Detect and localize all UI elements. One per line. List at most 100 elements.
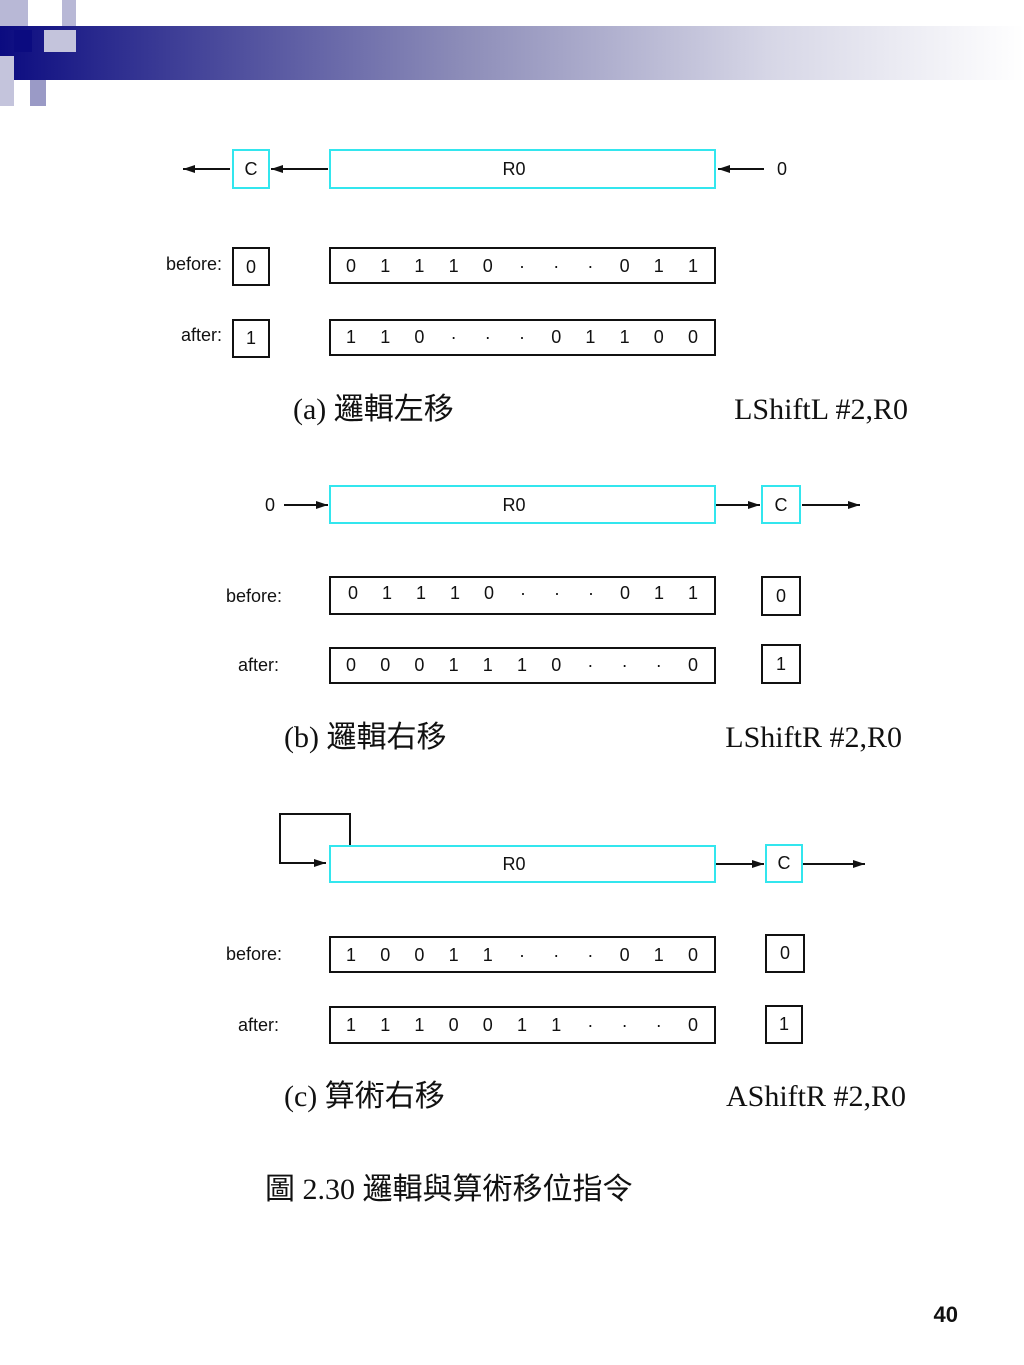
bit-cell: 0 bbox=[414, 655, 424, 675]
bit-cell: 0 bbox=[483, 256, 493, 276]
figure-title: 圖 2.30 邏輯與算術移位指令 bbox=[265, 1173, 633, 1206]
carry-box bbox=[761, 485, 801, 524]
bit-cell: 1 bbox=[380, 256, 390, 276]
carry-after-box bbox=[765, 1005, 803, 1044]
bit-cell: 1 bbox=[380, 1015, 390, 1035]
bit-cell: 1 bbox=[688, 256, 698, 276]
register-box bbox=[329, 485, 716, 524]
bit-cell: 1 bbox=[416, 583, 426, 603]
carry-before-value: 0 bbox=[776, 586, 786, 606]
panel-caption: (c) 算術右移 bbox=[284, 1080, 445, 1113]
carry-after-box bbox=[232, 319, 270, 358]
bit-cell: 0 bbox=[551, 327, 561, 347]
register-label: R0 bbox=[502, 854, 525, 874]
bit-cell: · bbox=[587, 256, 593, 276]
after-bits-box bbox=[329, 647, 716, 684]
carry-label: C bbox=[245, 159, 258, 179]
bit-cell: 0 bbox=[688, 1015, 698, 1035]
bit-cell: 1 bbox=[450, 583, 460, 603]
header-square-light bbox=[0, 0, 28, 26]
bit-cell: 0 bbox=[483, 1015, 493, 1035]
bit-cell: · bbox=[554, 583, 560, 603]
bit-cell: · bbox=[553, 256, 559, 276]
instruction-text: LShiftR #2,R0 bbox=[725, 721, 902, 754]
after-bits-box bbox=[329, 319, 716, 356]
carry-after-box bbox=[761, 644, 801, 684]
bit-cell: 1 bbox=[585, 327, 595, 347]
carry-before-value: 0 bbox=[780, 943, 790, 963]
bit-cell: 0 bbox=[380, 945, 390, 965]
register-label: R0 bbox=[502, 495, 525, 515]
sign-bit-feedback-arrow bbox=[279, 813, 351, 867]
after-label: after: bbox=[181, 325, 222, 345]
bit-cell: 0 bbox=[484, 583, 494, 603]
instruction-text: AShiftR #2,R0 bbox=[726, 1080, 906, 1113]
after-bits-box bbox=[329, 1006, 716, 1044]
bit-cell: 0 bbox=[346, 256, 356, 276]
bit-cell: 1 bbox=[517, 655, 527, 675]
before-bits-box bbox=[329, 576, 716, 615]
bit-cell: · bbox=[519, 327, 525, 347]
bit-cell: 0 bbox=[346, 655, 356, 675]
bit-cell: 1 bbox=[380, 327, 390, 347]
page-number: 40 bbox=[934, 1302, 958, 1327]
carry-after-value: 1 bbox=[776, 654, 786, 674]
bit-cell: · bbox=[519, 945, 525, 965]
bit-cell: · bbox=[656, 1015, 662, 1035]
bit-cell: · bbox=[451, 327, 457, 347]
bit-cell: 0 bbox=[620, 945, 630, 965]
bit-cell: 0 bbox=[688, 327, 698, 347]
carry-before-box bbox=[765, 934, 805, 973]
bit-cell: 1 bbox=[414, 256, 424, 276]
bit-cell: 0 bbox=[551, 655, 561, 675]
fill-input-label: 0 bbox=[777, 159, 787, 179]
carry-before-value: 0 bbox=[246, 257, 256, 277]
bit-cell: · bbox=[553, 945, 559, 965]
header-square-left bbox=[0, 56, 14, 106]
bit-cell: · bbox=[520, 583, 526, 603]
bit-cell: 0 bbox=[654, 327, 664, 347]
header-gradient-bar bbox=[0, 26, 1024, 80]
bit-cell: 1 bbox=[382, 583, 392, 603]
bit-cell: 1 bbox=[654, 945, 664, 965]
bit-cell: · bbox=[622, 1015, 628, 1035]
instruction-text: LShiftL #2,R0 bbox=[734, 393, 908, 426]
header-square-small bbox=[30, 80, 46, 106]
carry-after-value: 1 bbox=[246, 328, 256, 348]
after-label: after: bbox=[238, 655, 279, 675]
bit-cell: · bbox=[656, 655, 662, 675]
carry-after-value: 1 bbox=[779, 1014, 789, 1034]
header-square-pale bbox=[62, 0, 76, 26]
bit-cell: 1 bbox=[414, 1015, 424, 1035]
bit-cell: 0 bbox=[380, 655, 390, 675]
bit-cell: 0 bbox=[414, 327, 424, 347]
bit-cell: · bbox=[622, 655, 628, 675]
bit-cell: 0 bbox=[620, 256, 630, 276]
bit-cell: 1 bbox=[483, 655, 493, 675]
before-bits-box bbox=[329, 936, 716, 973]
register-label: R0 bbox=[502, 159, 525, 179]
bit-cell: 0 bbox=[414, 945, 424, 965]
bit-cell: 0 bbox=[449, 1015, 459, 1035]
carry-label: C bbox=[778, 853, 791, 873]
before-label: before: bbox=[166, 254, 222, 274]
register-box bbox=[329, 149, 716, 189]
carry-before-box bbox=[232, 247, 270, 286]
bit-cell: 1 bbox=[654, 583, 664, 603]
bit-cell: · bbox=[519, 256, 525, 276]
panel-caption: (b) 邏輯右移 bbox=[284, 721, 446, 754]
bit-cell: · bbox=[587, 1015, 593, 1035]
bit-cell: 0 bbox=[348, 583, 358, 603]
bit-cell: 1 bbox=[620, 327, 630, 347]
header-square-mid bbox=[44, 30, 76, 52]
carry-label: C bbox=[775, 495, 788, 515]
bit-cell: 0 bbox=[688, 945, 698, 965]
bit-cell: 1 bbox=[346, 945, 356, 965]
